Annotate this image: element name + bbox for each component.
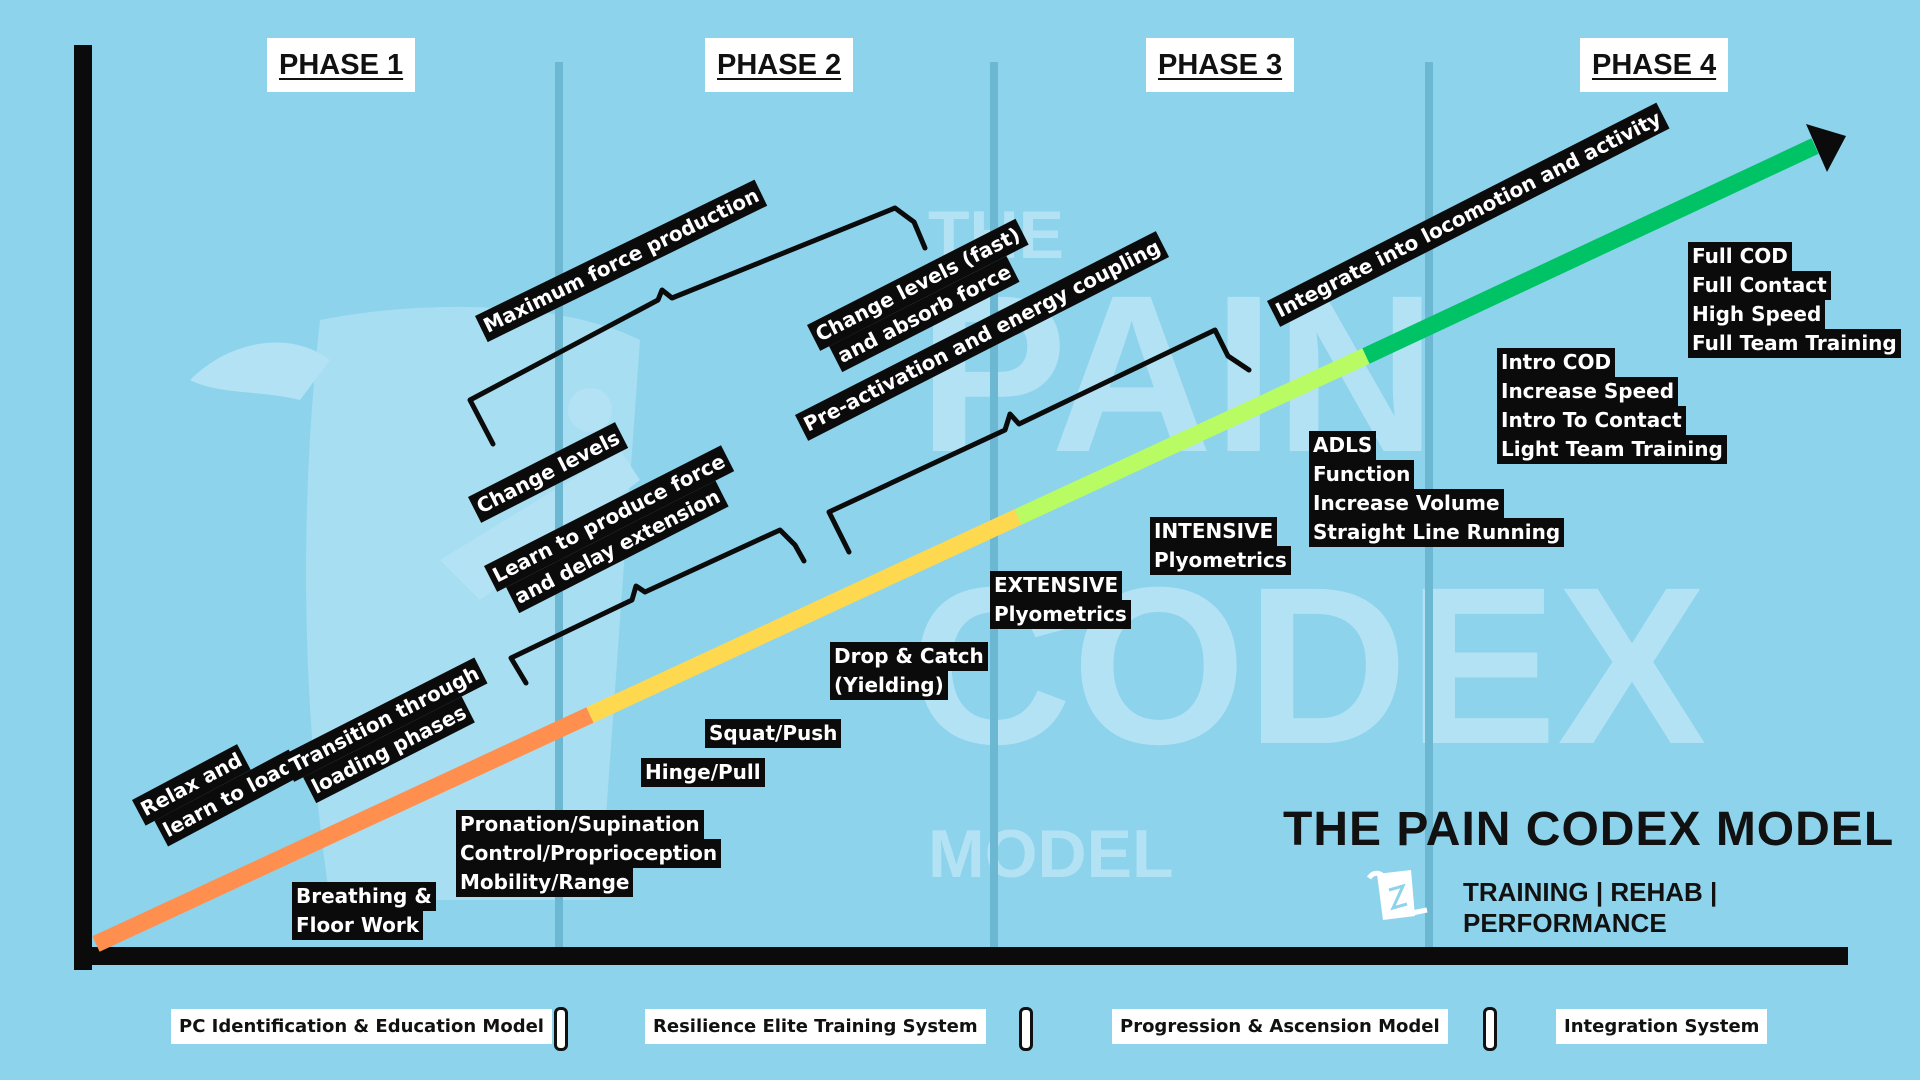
footer-separator-2 (1019, 1007, 1033, 1051)
footer-phase-1: PC Identification & Education Model (171, 1009, 552, 1044)
footer-separator-1 (554, 1007, 568, 1051)
progression-arrow (92, 138, 1819, 952)
watermark-model: MODEL (928, 816, 1174, 892)
arrow-segment-phase2 (586, 509, 1022, 723)
label-squat: Squat/Push (705, 719, 842, 748)
arrow-segment-phase3 (1014, 348, 1370, 525)
footer-phase-2: Resilience Elite Training System (645, 1009, 986, 1044)
pain-codex-logo (1367, 870, 1428, 920)
arrow-segment-phase4 (1362, 138, 1819, 364)
footer-separator-3 (1483, 1007, 1497, 1051)
x-axis (74, 947, 1848, 965)
phase-1-header: PHASE 1 (267, 38, 416, 92)
arrow-segment-phase1 (92, 707, 594, 952)
label-drop: Drop & Catch(Yielding) (830, 642, 988, 700)
arrow-head (1806, 124, 1846, 172)
footer-phase-4: Integration System (1556, 1009, 1768, 1044)
phase-3-header: PHASE 3 (1146, 38, 1295, 92)
footer-phase-3: Progression & Ascension Model (1112, 1009, 1448, 1044)
model-tagline: TRAINING | REHAB | PERFORMANCE (1463, 877, 1718, 938)
model-title: THE PAIN CODEX MODEL (1283, 803, 1895, 856)
brace-phase2-3 (826, 327, 1252, 555)
brace-phase1-2 (508, 527, 807, 686)
label-hinge: Hinge/Pull (641, 758, 765, 787)
brace-phase2-top (467, 205, 928, 447)
phase-4-header: PHASE 4 (1580, 38, 1729, 92)
y-axis (74, 45, 92, 970)
phase-2-header: PHASE 2 (705, 38, 854, 92)
label-breathing: Breathing &Floor Work (292, 882, 436, 940)
braces (467, 205, 1252, 686)
